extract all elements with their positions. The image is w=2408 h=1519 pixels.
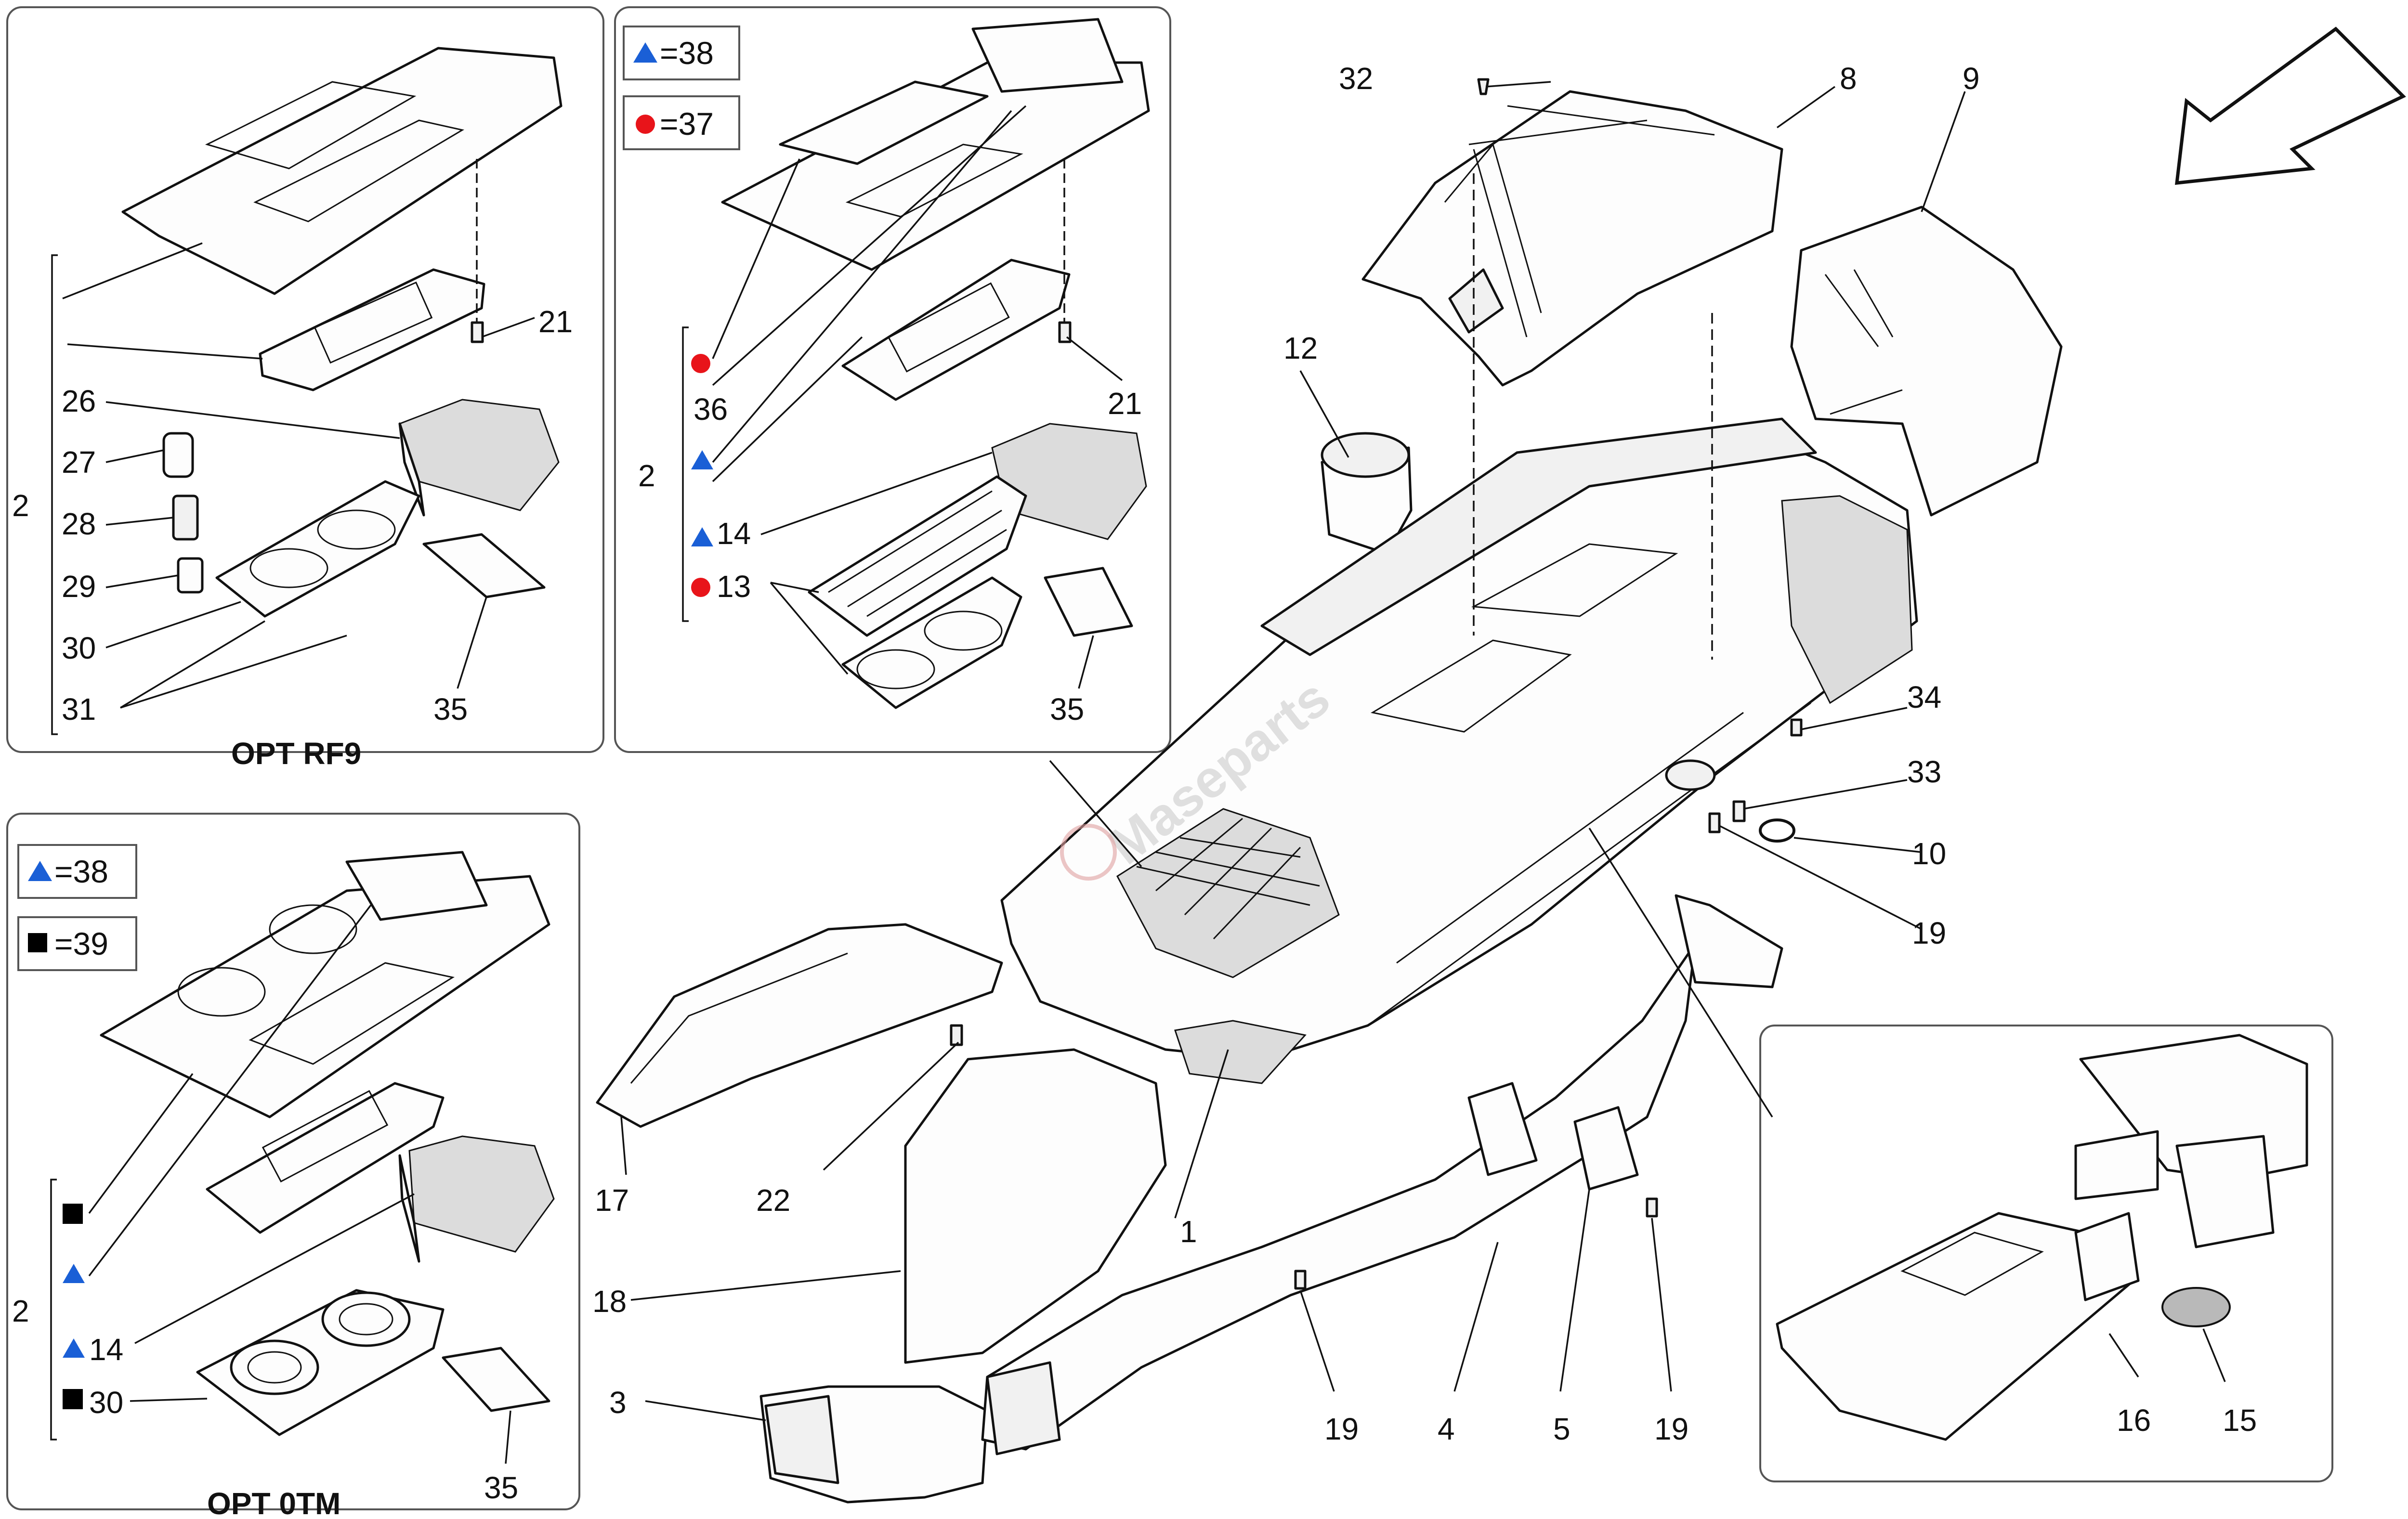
callout-14: 14: [717, 516, 751, 551]
callout-33: 33: [1907, 754, 1941, 789]
callout-2: 2: [638, 458, 655, 493]
legend-circle: =37: [660, 106, 714, 142]
callout-4: 4: [1438, 1412, 1455, 1446]
square-marker-icon: [63, 1204, 83, 1224]
inset-bottom-right: 16 15: [1759, 1025, 2333, 1482]
callout-2: 2: [12, 1294, 29, 1328]
callout-14: 14: [89, 1332, 123, 1367]
callout-28: 28: [62, 506, 96, 541]
legend-square: =39: [54, 926, 108, 961]
circle-marker-icon: [691, 354, 710, 373]
callout-3: 3: [609, 1385, 627, 1420]
callout-12: 12: [1283, 331, 1318, 365]
callout-30: 30: [89, 1385, 123, 1420]
callout-32: 32: [1339, 61, 1373, 96]
inset-opt-0tm: =38 =39 2 14 30 35 OPT 0TM: [6, 813, 580, 1519]
main-assembly: Maseparts 1 3 4 5 8 9 10 12 17 18 19 19: [592, 26, 2406, 1504]
triangle-marker-icon: [633, 42, 657, 63]
callout-35: 35: [1050, 692, 1084, 727]
callout-30: 30: [62, 631, 96, 665]
view-direction-arrow-icon: [2175, 26, 2406, 185]
callout-5: 5: [1553, 1412, 1570, 1446]
callout-16: 16: [2117, 1403, 2151, 1438]
circle-marker-icon: [636, 115, 655, 134]
callout-13: 13: [717, 569, 751, 604]
caption-opt-rf9: OPT RF9: [231, 736, 361, 771]
square-marker-icon: [28, 933, 47, 952]
inset-opt-rf9: 2 21 26 27 28 29 30 31 35 OPT RF9: [6, 6, 604, 771]
triangle-marker-icon: [691, 450, 713, 469]
grille-icon: [2161, 1287, 2231, 1327]
callout-22: 22: [756, 1183, 790, 1218]
callout-19: 19: [1324, 1412, 1359, 1446]
callout-8: 8: [1840, 61, 1857, 96]
caption-opt-0tm: OPT 0TM: [207, 1486, 340, 1519]
callout-10: 10: [1912, 836, 1946, 871]
legend-triangle: =38: [660, 35, 714, 71]
callout-15: 15: [2223, 1403, 2257, 1438]
callout-35: 35: [433, 692, 468, 727]
callout-21: 21: [1108, 386, 1142, 421]
circle-marker-icon: [691, 578, 710, 597]
square-marker-icon: [63, 1389, 83, 1409]
callout-31: 31: [62, 692, 96, 727]
callout-19: 19: [1654, 1412, 1688, 1446]
callout-21: 21: [538, 304, 573, 339]
callout-35: 35: [484, 1470, 518, 1505]
watermark-logo-icon: [1060, 824, 1117, 881]
triangle-marker-icon: [63, 1338, 85, 1358]
ring-icon: [1759, 818, 1795, 843]
callout-2: 2: [12, 488, 29, 523]
callout-27: 27: [62, 445, 96, 480]
callout-1: 1: [1180, 1214, 1197, 1249]
triangle-marker-icon: [63, 1264, 85, 1283]
callout-36: 36: [694, 392, 728, 427]
callout-29: 29: [62, 569, 96, 604]
triangle-marker-icon: [28, 861, 52, 881]
legend-triangle: =38: [54, 854, 108, 889]
callout-9: 9: [1963, 61, 1980, 96]
callout-19: 19: [1912, 916, 1946, 950]
triangle-marker-icon: [691, 527, 713, 546]
inset-center: =38 =37: [614, 6, 1171, 753]
callout-17: 17: [595, 1183, 629, 1218]
callout-34: 34: [1907, 680, 1941, 714]
callout-26: 26: [62, 384, 96, 418]
callout-18: 18: [592, 1284, 627, 1319]
